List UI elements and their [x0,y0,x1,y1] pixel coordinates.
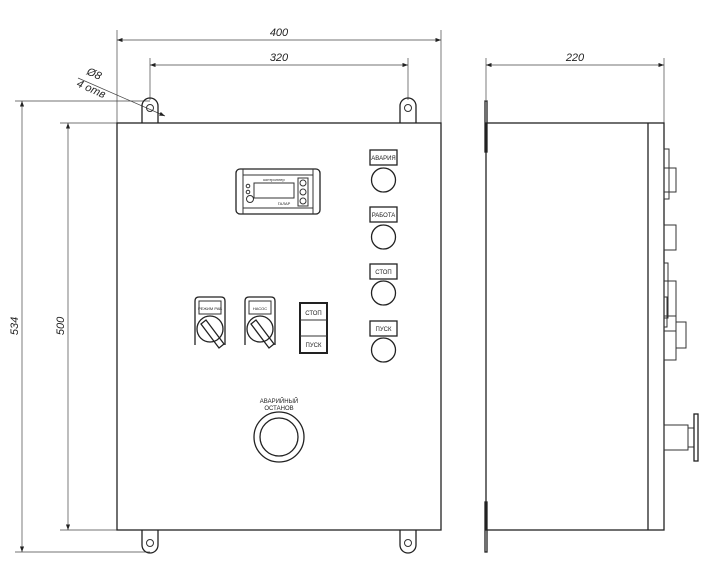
estop-label-1: АВАРИЙНЫЙ [260,397,298,405]
indicator-stop: СТОП [369,263,398,306]
estop-label-2: ОСТАНОВ [264,406,293,412]
cabinet-door [116,122,442,531]
dim-534-label: 534 [9,317,21,335]
hole-count-label: 4 отв [75,78,108,101]
switch-handle-icon [200,319,225,349]
indicator-label: СТОП [375,270,392,276]
dim-400-label: 400 [270,27,289,39]
dimension-height-534: 534 [9,100,150,553]
start-stop-button-block: СТОП ПУСК [299,302,328,354]
lamp-icon [370,167,397,193]
dim-500-label: 500 [55,316,67,335]
dim-220-label: 220 [565,52,585,64]
dimension-depth-220: 220 [485,52,665,123]
front-view: контроллер ГАЛАР АВАРИЯ РАБОТА СТОП ПУСК [116,97,442,554]
dimension-height-500: 500 [55,122,117,531]
mount-ear [399,97,417,123]
mount-ear [141,97,159,123]
switch-label: РЕЖИМ РАБ [198,306,222,311]
indicator-label: АВАРИЯ [371,156,395,162]
hole-callout: Ø8 4 отв [75,65,166,117]
controller-display: контроллер ГАЛАР [235,168,321,215]
indicator-rabota: РАБОТА [369,206,398,250]
indicator-avariya: АВАРИЯ [369,149,398,193]
indicator-label: РАБОТА [372,213,396,219]
selector-switch-2: НАСОС [244,296,276,349]
switch-handle-icon [250,319,275,349]
stop-button-label: СТОП [305,311,322,317]
estop-mushroom-side [693,413,699,462]
emergency-stop-button: АВАРИЙНЫЙ ОСТАНОВ [253,397,305,463]
dimension-width-400: 400 [116,27,442,123]
controller-brand: ГАЛАР [278,201,291,206]
dimension-mount-320: 320 [149,52,409,100]
controller-title: контроллер [263,177,285,182]
indicator-pusk: ПУСК [369,320,398,363]
lamp-icon [370,224,397,250]
start-button-label: ПУСК [306,343,322,349]
side-view [484,100,699,553]
lamp-icon [370,280,397,306]
dim-320-label: 320 [270,52,289,64]
switch-label: НАСОС [253,306,267,311]
selector-switch-1: РЕЖИМ РАБ [194,296,226,349]
mount-ear [399,530,417,554]
cabinet-body-side [485,122,665,531]
mount-ear [141,530,159,554]
indicator-label: ПУСК [376,327,392,333]
lamp-icon [370,337,397,363]
